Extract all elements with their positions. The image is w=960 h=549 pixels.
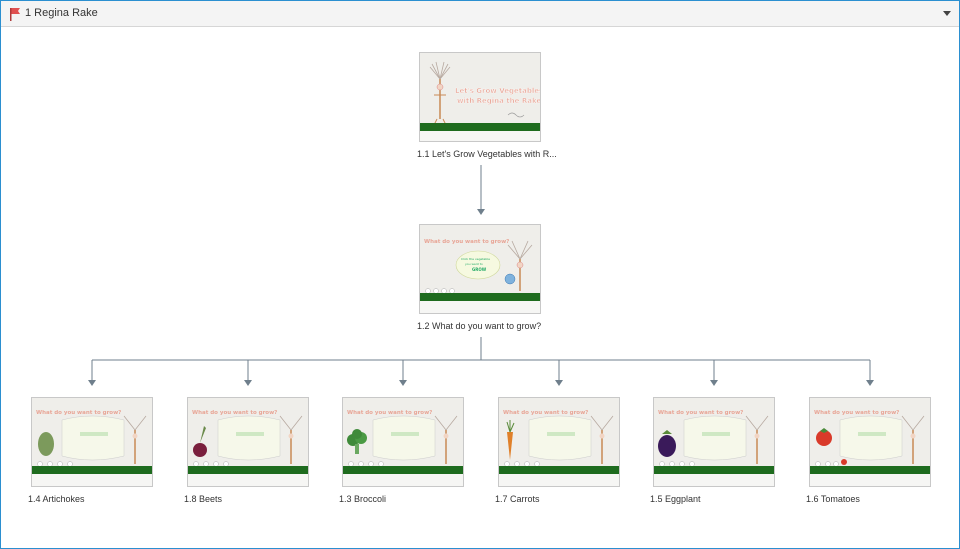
scene-header: 1 Regina Rake [1,1,959,27]
title-line-2: with Regina the Rake! [457,97,540,105]
slide-heading: What do you want to grow? [814,410,899,416]
flag-icon [10,8,20,21]
caret-down-icon[interactable] [941,8,953,18]
slide-heading: What do you want to grow? [658,410,743,416]
slide-heading: What do you want to grow? [36,410,121,416]
title-line-1: Let's Grow Vegetables [455,87,540,95]
connector-lines [88,165,874,386]
slide-thumbnail[interactable]: What do you want to grow? Click the vege… [419,224,541,314]
slide-label: 1.8 Beets [184,494,223,504]
slide-thumbnail[interactable]: What do you want to grow? [653,397,775,487]
slide-thumbnail[interactable]: What do you want to grow? [809,397,931,487]
slide-label: 1.1 Let's Grow Vegetables with R... [417,149,557,159]
slide-thumbnail[interactable]: What do you want to grow? [498,397,620,487]
slide-label: 1.5 Eggplant [650,494,701,504]
slide-thumbnail[interactable]: What do you want to grow? [342,397,464,487]
slide-heading: What do you want to grow? [192,410,277,416]
scene-title: 1 Regina Rake [25,7,98,19]
slide-thumbnail[interactable]: What do you want to grow? [31,397,153,487]
slide-label: 1.3 Broccoli [339,494,387,504]
slide-heading: What do you want to grow? [347,410,432,416]
slide-label: 1.6 Tomatoes [806,494,860,504]
slide-heading: What do you want to grow? [503,410,588,416]
slide-heading: What do you want to grow? [424,239,509,245]
bubble-line-1: Click the vegetable [461,257,490,261]
slide-thumbnail[interactable]: Let's Grow Vegetables with Regina the Ra… [419,52,541,142]
slide-label: 1.4 Artichokes [28,494,85,504]
slide-tree-canvas: Let's Grow Vegetables with Regina the Ra… [1,27,959,548]
slide-label: 1.7 Carrots [495,494,540,504]
bubble-line-3: GROW [472,267,487,272]
slide-label: 1.2 What do you want to grow? [417,321,542,331]
bubble-line-2: you want to [465,262,483,266]
slide-thumbnail[interactable]: What do you want to grow? [187,397,309,487]
